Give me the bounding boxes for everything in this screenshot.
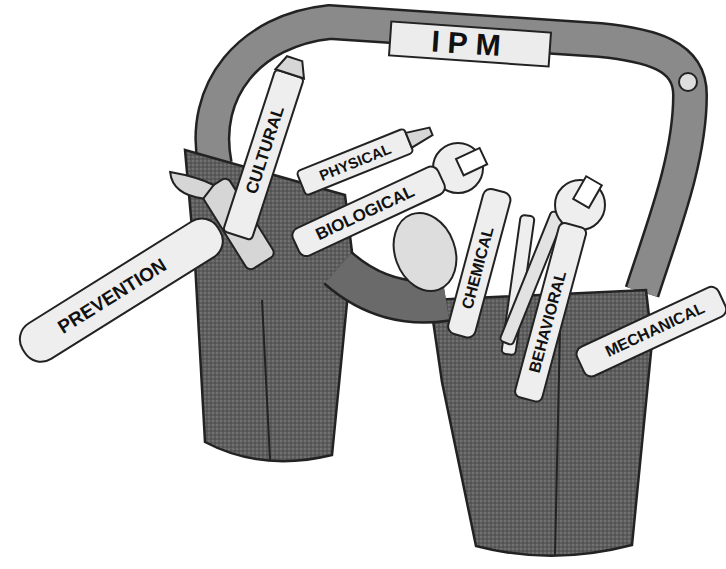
chemical-tool	[446, 187, 512, 339]
buckle-ring	[679, 73, 697, 91]
left-pouch	[185, 150, 352, 461]
mechanical-tool	[574, 284, 726, 379]
pouch-seam	[555, 330, 560, 555]
trowel	[383, 204, 467, 300]
cultural-tool	[223, 54, 309, 240]
hammer-handle	[13, 211, 230, 368]
tool-label: IPM	[430, 26, 509, 61]
ipm-tag	[389, 21, 551, 66]
wrench-head	[555, 176, 605, 230]
behavioral-wrench	[514, 222, 588, 403]
pouch-seam	[262, 300, 270, 460]
